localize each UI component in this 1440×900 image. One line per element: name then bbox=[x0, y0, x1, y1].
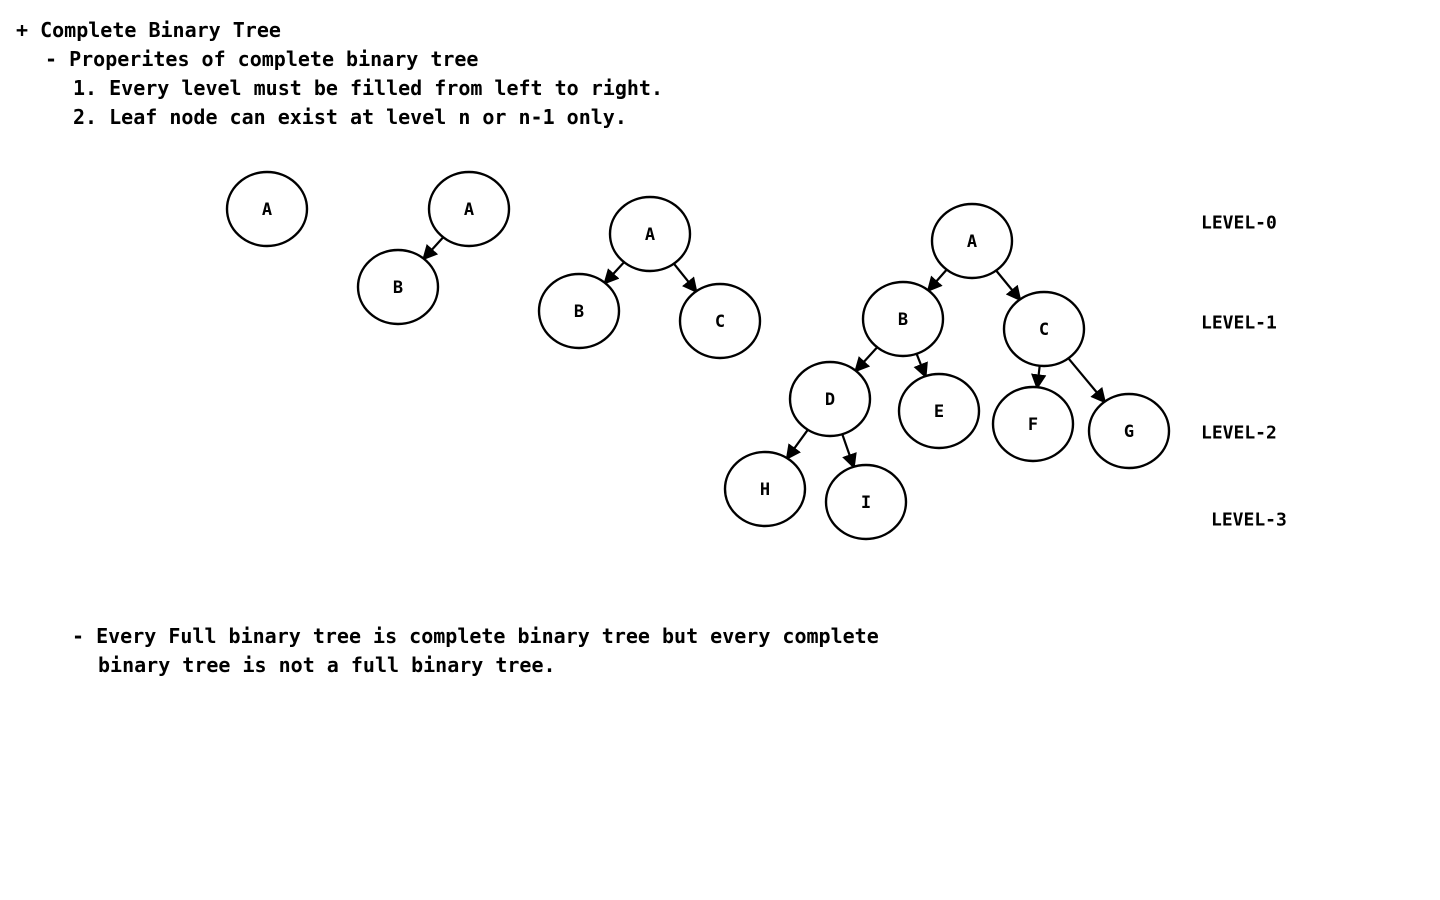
tree-3-node-c: C bbox=[678, 282, 762, 360]
edge-d-i bbox=[841, 433, 857, 470]
tree-4-node-d: D bbox=[788, 360, 872, 438]
edge-a-b bbox=[603, 261, 625, 285]
node-circle bbox=[930, 202, 1014, 280]
tree-4-node-f: F bbox=[991, 385, 1075, 463]
properties-subheading: - Properites of complete binary tree bbox=[45, 47, 479, 71]
node-circle bbox=[723, 450, 807, 528]
node-circle bbox=[678, 282, 762, 360]
tree-2-node-a: A bbox=[427, 170, 511, 248]
node-circle bbox=[427, 170, 511, 248]
node-circle bbox=[991, 385, 1075, 463]
node-label: B bbox=[393, 278, 403, 298]
node-label: A bbox=[645, 225, 655, 245]
node-circle bbox=[897, 372, 981, 450]
tree-4-node-e: E bbox=[897, 372, 981, 450]
node-circle bbox=[861, 280, 945, 358]
node-circle bbox=[537, 272, 621, 350]
node-label: I bbox=[861, 493, 871, 513]
node-label: G bbox=[1124, 422, 1134, 442]
node-circle bbox=[824, 463, 908, 541]
node-label: C bbox=[715, 312, 725, 332]
property-1: 1. Every level must be filled from left … bbox=[73, 76, 664, 100]
node-label: H bbox=[760, 480, 770, 500]
tree-2-node-b: B bbox=[356, 248, 440, 326]
tree-1-node-a: A bbox=[225, 170, 309, 248]
node-circle bbox=[225, 170, 309, 248]
edge-a-c bbox=[673, 263, 698, 294]
property-2: 2. Leaf node can exist at level n or n-1… bbox=[73, 105, 627, 129]
edge-d-h bbox=[785, 429, 809, 461]
node-label: C bbox=[1039, 320, 1049, 340]
tree-3-node-a: A bbox=[608, 195, 692, 273]
node-label: A bbox=[262, 200, 272, 220]
edge-a-b bbox=[422, 236, 445, 261]
edge-a-c bbox=[995, 269, 1022, 302]
node-circle bbox=[356, 248, 440, 326]
tree-4-node-a: A bbox=[930, 202, 1014, 280]
node-label: A bbox=[967, 232, 977, 252]
node-label: A bbox=[464, 200, 474, 220]
level-label-0: LEVEL-0 bbox=[1201, 213, 1277, 234]
node-circle bbox=[1087, 392, 1171, 470]
tree-4-node-g: G bbox=[1087, 392, 1171, 470]
tree-4-node-b: B bbox=[861, 280, 945, 358]
edge-c-f bbox=[1031, 365, 1047, 390]
edge-b-d bbox=[854, 346, 879, 373]
node-circle bbox=[1002, 290, 1086, 368]
node-circle bbox=[788, 360, 872, 438]
note-line-1: - Every Full binary tree is complete bin… bbox=[72, 624, 879, 648]
node-circle bbox=[608, 195, 692, 273]
level-label-1: LEVEL-1 bbox=[1201, 313, 1277, 334]
tree-3-node-b: B bbox=[537, 272, 621, 350]
edge-a-b bbox=[926, 268, 948, 293]
edge-c-g bbox=[1067, 357, 1107, 404]
node-label: B bbox=[574, 302, 584, 322]
level-label-2: LEVEL-2 bbox=[1201, 423, 1277, 444]
edge-b-e bbox=[913, 353, 928, 379]
tree-4-node-c: C bbox=[1002, 290, 1086, 368]
node-label: E bbox=[934, 402, 944, 422]
tree-4-node-h: H bbox=[723, 450, 807, 528]
node-label: B bbox=[898, 310, 908, 330]
page-heading: + Complete Binary Tree bbox=[16, 18, 281, 42]
tree-4-node-i: I bbox=[824, 463, 908, 541]
level-label-3: LEVEL-3 bbox=[1211, 510, 1287, 531]
node-label: F bbox=[1028, 415, 1038, 435]
node-label: D bbox=[825, 390, 835, 410]
note-line-2: binary tree is not a full binary tree. bbox=[98, 653, 556, 677]
